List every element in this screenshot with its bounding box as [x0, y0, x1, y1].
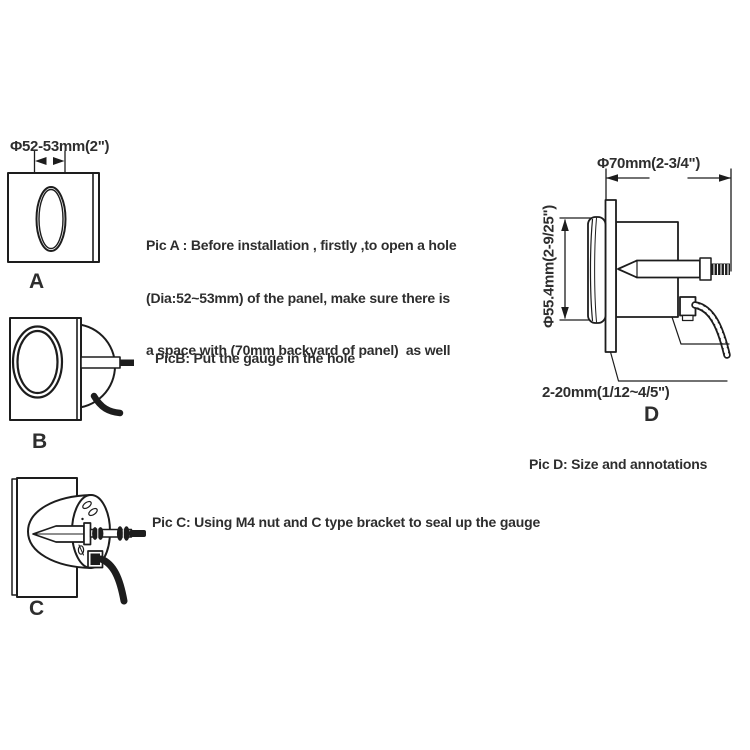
- arrowhead-left-icon: [606, 174, 618, 182]
- figure-b-letter: B: [32, 430, 48, 453]
- m4-nut: [123, 526, 130, 541]
- arrowhead-down-icon: [561, 307, 569, 319]
- wire-connector-core: [90, 553, 100, 565]
- caption-pic-c: Pic C: Using M4 nut and C type bracket t…: [152, 514, 541, 530]
- arrowhead-up-icon: [561, 219, 569, 231]
- figure-a-drawing: [7, 150, 100, 263]
- dim-label-diameter: Φ55.4mm(2-9/25"): [540, 205, 558, 329]
- gauge-bezel: [587, 216, 607, 324]
- dim-label-hole-diameter: Φ52-53mm(2"): [10, 138, 110, 155]
- figure-d-drawing: [559, 168, 732, 382]
- m4-nut: [116, 526, 124, 541]
- dim-label-panel-thickness: 2-20mm(1/12~4/5"): [542, 384, 670, 401]
- mounting-stud: [80, 356, 121, 369]
- leader-line: [609, 351, 728, 382]
- mounting-stud: [617, 259, 701, 279]
- m4-nut: [92, 527, 98, 540]
- stud-thread-tip: [129, 530, 146, 537]
- bracket-plate: [83, 522, 92, 546]
- hole-outer: [35, 186, 67, 252]
- terminal-mark: [78, 544, 84, 556]
- arrowhead-left-icon: [35, 157, 47, 165]
- gauge-body-contour: [27, 494, 92, 569]
- figure-c-letter: C: [29, 597, 45, 620]
- bezel-ring-inner: [16, 329, 59, 395]
- dim-label-depth: Φ70mm(2-3/4"): [597, 155, 701, 172]
- figure-a-letter: A: [29, 270, 45, 293]
- wire: [97, 555, 128, 605]
- terminal-dot: [81, 517, 84, 521]
- wire-stripes: [693, 303, 729, 357]
- figure-c-drawing: [11, 477, 146, 605]
- terminal-stud: [82, 500, 92, 510]
- figure-b-drawing: [9, 317, 134, 421]
- hole-inner: [38, 188, 64, 250]
- panel-cross-section: [604, 199, 617, 353]
- terminal-stud: [88, 507, 98, 517]
- thread-hatch: [713, 263, 729, 276]
- caption-pic-a-line1: Pic A : Before installation , firstly ,t…: [146, 237, 457, 253]
- caption-pic-a-line2: (Dia:52~53mm) of the panel, make sure th…: [146, 289, 450, 306]
- arrowhead-right-icon: [719, 174, 731, 182]
- wire-connector-foot: [681, 314, 694, 322]
- stud-collar: [699, 257, 712, 281]
- bezel-lens-curve: [589, 218, 594, 322]
- caption-pic-a: Pic A : Before installation , firstly ,t…: [146, 202, 457, 395]
- wire: [90, 392, 124, 417]
- arrowhead-right-icon: [53, 157, 65, 165]
- figure-d-letter: D: [644, 403, 660, 426]
- m4-nut: [97, 527, 104, 540]
- caption-pic-a-line3: a space with (70mm backyard of panel) as…: [146, 342, 451, 358]
- stud-thread-tip: [120, 359, 134, 366]
- bezel-lens-curve: [594, 217, 597, 323]
- caption-pic-d: Pic D: Size and annotations: [529, 456, 708, 472]
- terminal-stud: [77, 545, 85, 555]
- caption-pic-b: PicB: Put the gauge in the hole: [155, 350, 355, 366]
- bezel-ring-outer: [11, 325, 64, 399]
- leader-line: [671, 316, 730, 345]
